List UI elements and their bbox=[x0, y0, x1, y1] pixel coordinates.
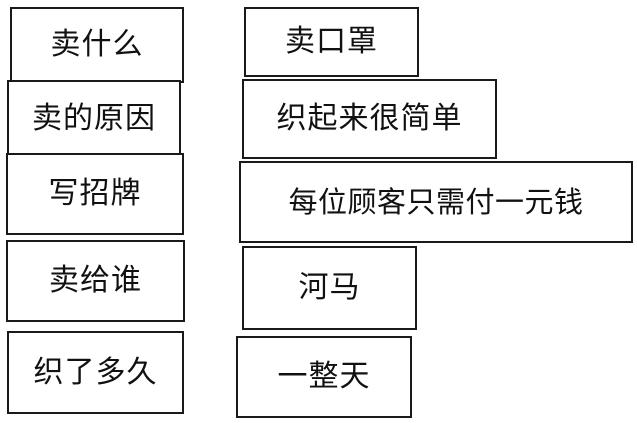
answer-card-one-yuan[interactable]: 每位顾客只需付一元钱 bbox=[239, 161, 633, 243]
answer-card-sell-masks[interactable]: 卖口罩 bbox=[244, 7, 419, 77]
question-card-sell-to-whom[interactable]: 卖给谁 bbox=[6, 240, 185, 322]
question-card-write-sign[interactable]: 写招牌 bbox=[6, 153, 184, 235]
answer-card-label: 卖口罩 bbox=[285, 24, 378, 59]
answer-card-label: 河马 bbox=[298, 270, 361, 305]
answer-card-label: 一整天 bbox=[277, 359, 371, 394]
question-card-label: 卖的原因 bbox=[32, 101, 156, 136]
answer-card-hippo[interactable]: 河马 bbox=[242, 246, 417, 330]
question-card-reason[interactable]: 卖的原因 bbox=[7, 80, 181, 158]
question-card-label: 卖什么 bbox=[50, 27, 144, 62]
question-card-label: 写招牌 bbox=[48, 176, 142, 211]
answer-card-whole-day[interactable]: 一整天 bbox=[236, 336, 412, 418]
question-card-label: 织了多久 bbox=[33, 354, 158, 390]
answer-card-easy-to-knit[interactable]: 织起来很简单 bbox=[242, 79, 497, 159]
question-card-how-long[interactable]: 织了多久 bbox=[7, 331, 184, 414]
question-card-label: 卖给谁 bbox=[49, 263, 142, 298]
answer-card-label: 每位顾客只需付一元钱 bbox=[288, 184, 584, 219]
answer-card-label: 织起来很简单 bbox=[276, 101, 463, 136]
question-card-what-to-sell[interactable]: 卖什么 bbox=[10, 7, 184, 83]
